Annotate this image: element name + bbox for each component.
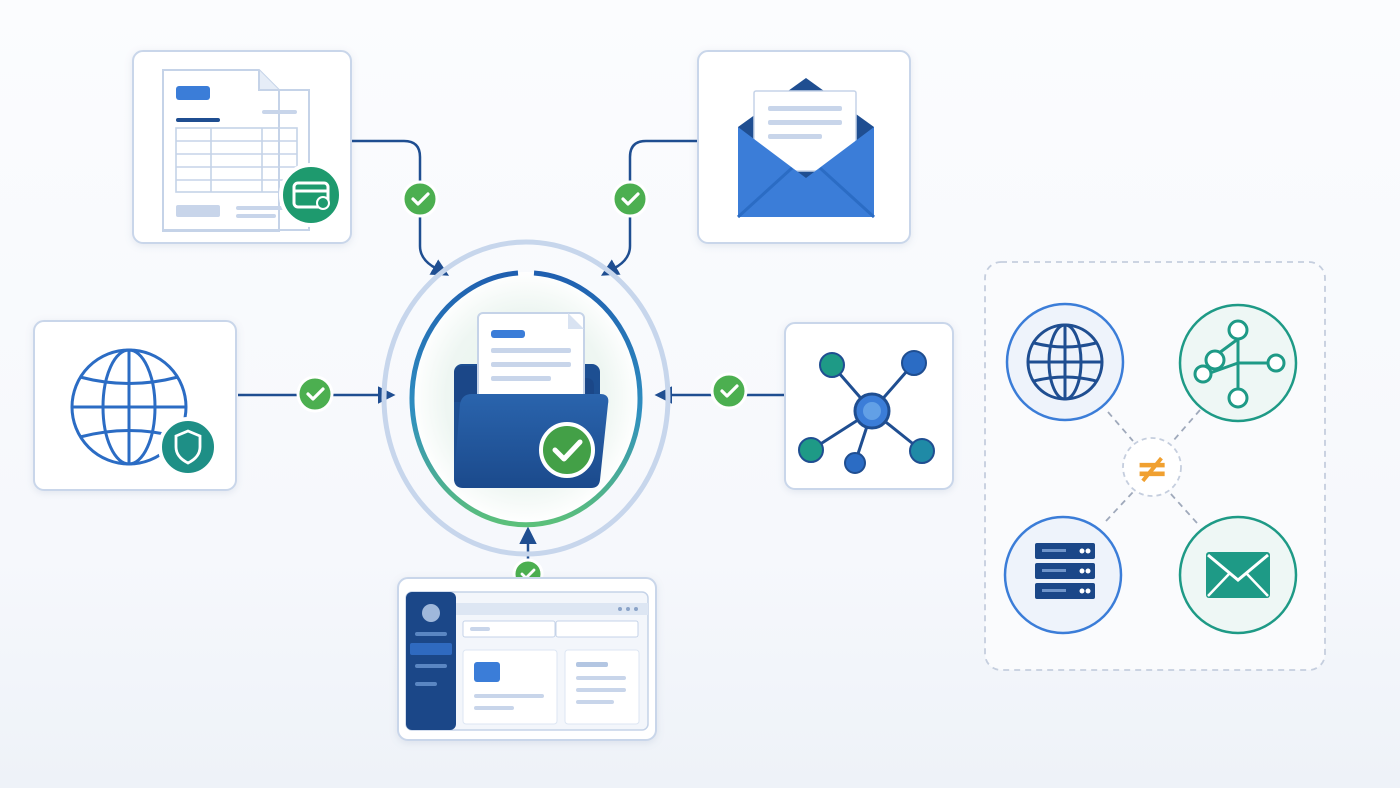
secure-web-card[interactable] [33,320,237,491]
globe-with-shield-icon [70,348,218,477]
globe-icon [1026,323,1104,401]
globe-node [1005,302,1125,422]
not-equal-badge: ≠ [1122,437,1182,497]
dashboard-window-icon [405,591,649,731]
dashboard-card[interactable] [397,577,657,741]
invoice-card[interactable] [132,50,352,244]
mail-envelope-icon [1206,552,1270,598]
unlinked-sources-group: ≠ [984,261,1326,671]
open-envelope-icon [736,78,876,219]
graph-node [1178,303,1298,423]
check-badge-icon [710,372,748,410]
server-rack-icon [1035,543,1095,599]
check-badge-icon [296,375,334,413]
check-badge-icon [401,180,439,218]
mail-node [1178,515,1298,635]
folder-with-document-check-icon [454,312,609,488]
invoice-with-payment-card-icon [162,69,343,232]
network-nodes-icon [798,350,935,474]
not-equal-symbol: ≠ [1135,446,1169,492]
central-hub [381,239,671,557]
network-graph-icon [1193,319,1286,409]
check-badge-icon [611,180,649,218]
network-card[interactable] [784,322,954,490]
server-node [1003,515,1123,635]
email-card[interactable] [697,50,911,244]
verified-badges [296,180,748,590]
